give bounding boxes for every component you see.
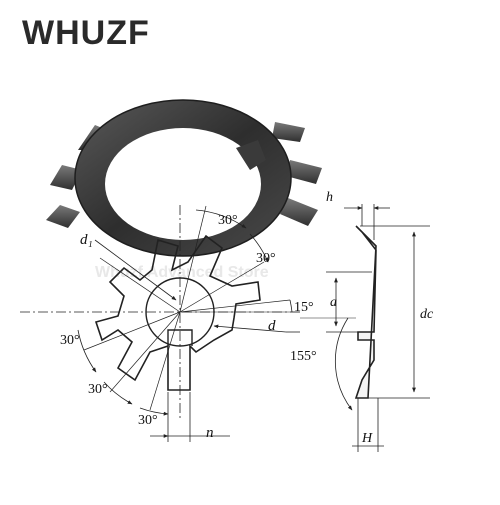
dimension-dc-label: dc (420, 307, 434, 322)
angle-label: 30° (256, 251, 276, 266)
watermark-text: Whuzf Advanced Store (95, 264, 269, 281)
side-view-labels: h a dc H 155° (290, 190, 434, 446)
angle-155-label: 155° (290, 349, 317, 364)
dimension-d-label: d (268, 318, 276, 334)
front-view-labels: 30° 30° 15° 30° 30° 30° d₁ d n (60, 213, 314, 441)
washer-tab (280, 198, 318, 226)
dimension-a-label: a (330, 295, 337, 310)
dimension-d1-label: d₁ (80, 232, 93, 248)
angle-label: 30° (60, 333, 80, 348)
washer-hole (105, 128, 261, 240)
front-view-drawing (20, 205, 300, 442)
angle-label: 30° (88, 382, 108, 397)
dimension-H-label: H (361, 431, 373, 446)
angle-label: 15° (294, 300, 314, 315)
washer-tab (46, 205, 80, 228)
washer-tab (286, 160, 322, 184)
washer-photo (46, 99, 322, 257)
side-view-drawing (300, 204, 430, 452)
washer-tab (272, 122, 305, 142)
washer-inner-tongue (236, 140, 266, 170)
angle-label: 30° (138, 413, 158, 428)
angle-label: 30° (218, 213, 238, 228)
washer-tab (50, 165, 82, 190)
brand-logo: WHUZF (22, 14, 150, 52)
dimension-n-label: n (206, 425, 214, 441)
dimension-h-label: h (326, 190, 333, 205)
